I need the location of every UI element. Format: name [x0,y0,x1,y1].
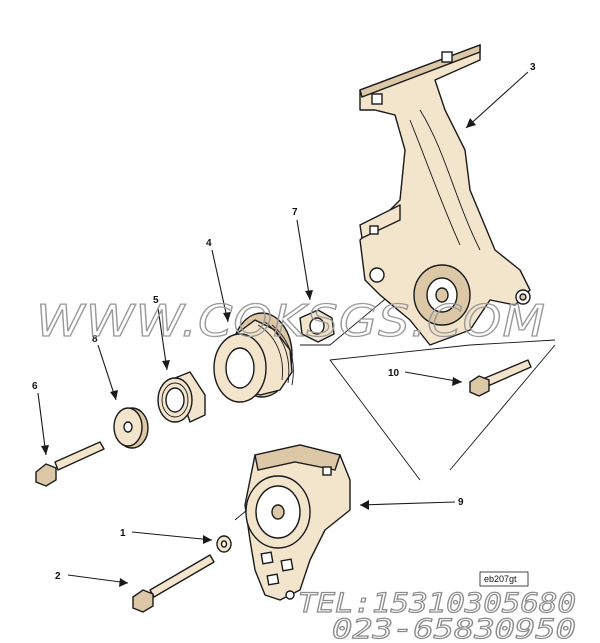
leader-2 [67,574,129,584]
callout-8: 8 [92,334,98,345]
belt-tensioner-part [244,444,351,601]
contact-phone-2: 023-65830950 [332,614,576,643]
capscrew-part-6 [35,441,105,487]
washer-part-1 [216,535,232,553]
leader-arrowheads [41,118,476,587]
callout-10: 10 [388,368,400,379]
callout-7: 7 [292,207,298,218]
callout-2: 2 [55,571,61,582]
callout-5: 5 [153,295,159,306]
nut-part [299,309,335,343]
callout-1: 1 [120,528,126,539]
leader-lines [37,71,529,584]
callout-9: 9 [458,497,464,508]
leader-7 [296,219,311,301]
callout-labels: 1 2 3 4 5 6 7 8 9 10 [32,62,536,582]
contact-info: TEL:15310305680 023-65830950 [297,587,576,643]
bearing-part [157,371,206,423]
leader-8 [97,344,117,401]
leader-1 [131,531,213,541]
bracket-part [359,43,531,346]
capscrew-part-2 [132,554,215,613]
leader-10 [404,371,463,383]
leader-6 [37,392,47,456]
capscrew-part-10 [469,359,532,397]
callout-4: 4 [206,238,212,249]
washer-part-8 [113,407,149,449]
callout-3: 3 [530,62,536,73]
watermark-text: WWW.COKSGS.COM [36,296,546,347]
leader-5 [157,307,168,371]
callout-6: 6 [32,381,38,392]
pulley-part [213,312,294,403]
contact-phone-1: TEL:15310305680 [298,588,576,619]
drawing-id: eb207gt [484,574,517,584]
drawing-id-box: eb207gt [479,571,529,587]
leader-9 [359,501,456,506]
leader-3 [465,71,529,129]
leader-4 [211,249,229,323]
